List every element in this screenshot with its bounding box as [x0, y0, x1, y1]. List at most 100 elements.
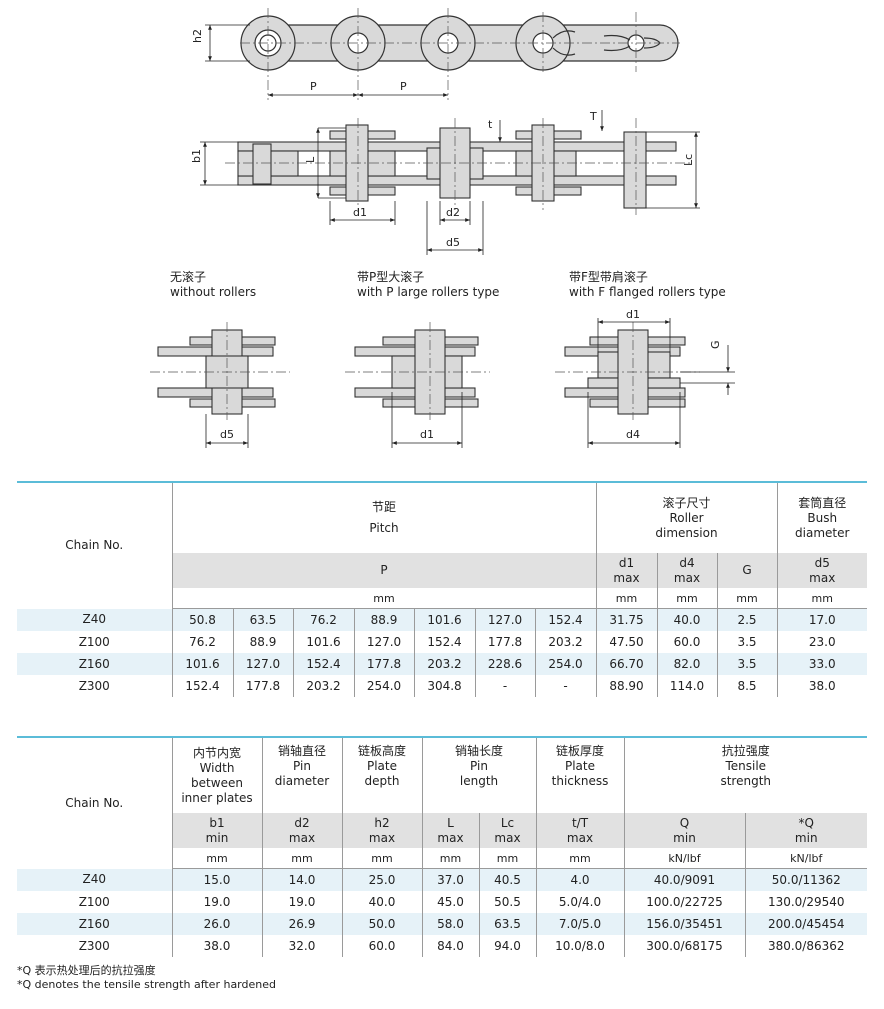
value-cell: 38.0: [776, 675, 867, 697]
chain-no-cell: Z300: [78, 938, 110, 953]
value-cell: 177.8: [474, 631, 535, 653]
value-cell: 304.8: [413, 675, 475, 697]
unit-d4: mm: [656, 588, 717, 609]
value-cell: 60.0: [656, 631, 717, 653]
footnote: *Q 表示热处理后的抗拉强度 *Q denotes the tensile st…: [17, 964, 276, 992]
variant-en: with P large rollers type: [357, 285, 500, 299]
value-cell: -: [534, 675, 596, 697]
variant-cn: 带P型大滚子: [357, 270, 425, 284]
chain-no-header: Chain No.: [17, 481, 172, 609]
chain-no-cell: Z160: [17, 653, 172, 675]
value-cell: 127.0: [474, 608, 535, 631]
value-cell: 82.0: [656, 653, 717, 675]
value-cell: 23.0: [776, 631, 867, 653]
value-cell: 50.5: [478, 891, 536, 913]
unit-d5: mm: [776, 588, 867, 609]
value-cell: 4.0: [535, 868, 624, 891]
label-v3-d4: d4: [626, 428, 640, 441]
value-cell: 40.0: [341, 891, 422, 913]
unit-d2: mm: [261, 848, 342, 869]
value-cell: 15.0: [171, 868, 262, 891]
chain-drawings: h2 P P: [150, 8, 735, 448]
sym-g: G: [716, 553, 777, 588]
value-cell: 130.0/29540: [744, 891, 867, 913]
unit-q: kN/lbf: [623, 848, 745, 869]
label-lc: Lc: [682, 154, 695, 166]
value-cell: 127.0: [232, 653, 293, 675]
unit-p: mm: [171, 588, 596, 609]
value-cell: 60.0: [341, 935, 422, 957]
value-cell: 3.5: [716, 631, 777, 653]
label-d5: d5: [446, 236, 460, 249]
value-cell: 127.0: [353, 631, 414, 653]
value-cell: 40.0: [656, 608, 717, 631]
label-d2: d2: [446, 206, 460, 219]
plan-view: [237, 124, 677, 209]
value-cell: 254.0: [353, 675, 414, 697]
value-cell: 26.9: [261, 913, 342, 935]
value-cell: 45.0: [421, 891, 479, 913]
value-cell: 63.5: [232, 608, 293, 631]
value-cell: 25.0: [341, 868, 422, 891]
unit-d1: mm: [595, 588, 657, 609]
value-cell: 14.0: [261, 868, 342, 891]
value-cell: 5.0/4.0: [535, 891, 624, 913]
label-h2: h2: [191, 29, 204, 43]
label-big-t: T: [589, 110, 597, 123]
sym-p: P: [171, 553, 596, 588]
value-cell: 88.90: [595, 675, 657, 697]
label-v3-d1: d1: [626, 308, 640, 321]
footnote-en: *Q denotes the tensile strength after ha…: [17, 978, 276, 991]
value-cell: 76.2: [292, 608, 354, 631]
value-cell: -: [474, 675, 535, 697]
value-cell: 47.50: [595, 631, 657, 653]
value-cell: 200.0/45454: [744, 913, 867, 935]
value-cell: 76.2: [171, 631, 233, 653]
value-cell: 33.0: [776, 653, 867, 675]
value-cell: 152.4: [171, 675, 233, 697]
value-cell: 300.0/68175: [623, 935, 745, 957]
unit-g: mm: [716, 588, 777, 609]
chain-no-cell: Z300: [78, 678, 110, 693]
value-cell: 101.6: [171, 653, 233, 675]
chain-no-cell: Z160: [17, 913, 172, 935]
variant-cn: 无滚子: [170, 270, 207, 284]
chain-no-cell: Z40: [17, 608, 172, 631]
variant-cn: 带F型带肩滚子: [569, 270, 648, 284]
value-cell: 50.0/11362: [744, 868, 867, 891]
value-cell: 50.8: [171, 608, 233, 631]
value-cell: 40.5: [478, 868, 536, 891]
value-cell: 40.0/9091: [623, 868, 745, 891]
value-cell: 156.0/35451: [623, 913, 745, 935]
unit-l: mm: [421, 848, 479, 869]
variant-en: with F flanged rollers type: [569, 285, 726, 299]
value-cell: 38.0: [171, 935, 262, 957]
value-cell: 17.0: [776, 608, 867, 631]
variant-caption-p-roller: 带P型大滚子 with P large rollers type: [357, 270, 499, 300]
value-cell: 32.0: [261, 935, 342, 957]
value-cell: 152.4: [534, 608, 596, 631]
value-cell: 114.0: [656, 675, 717, 697]
label-t: t: [488, 118, 493, 131]
value-cell: 228.6: [474, 653, 535, 675]
unit-q-star: kN/lbf: [744, 848, 867, 869]
value-cell: 254.0: [534, 653, 596, 675]
variant-en: without rollers: [170, 285, 257, 299]
